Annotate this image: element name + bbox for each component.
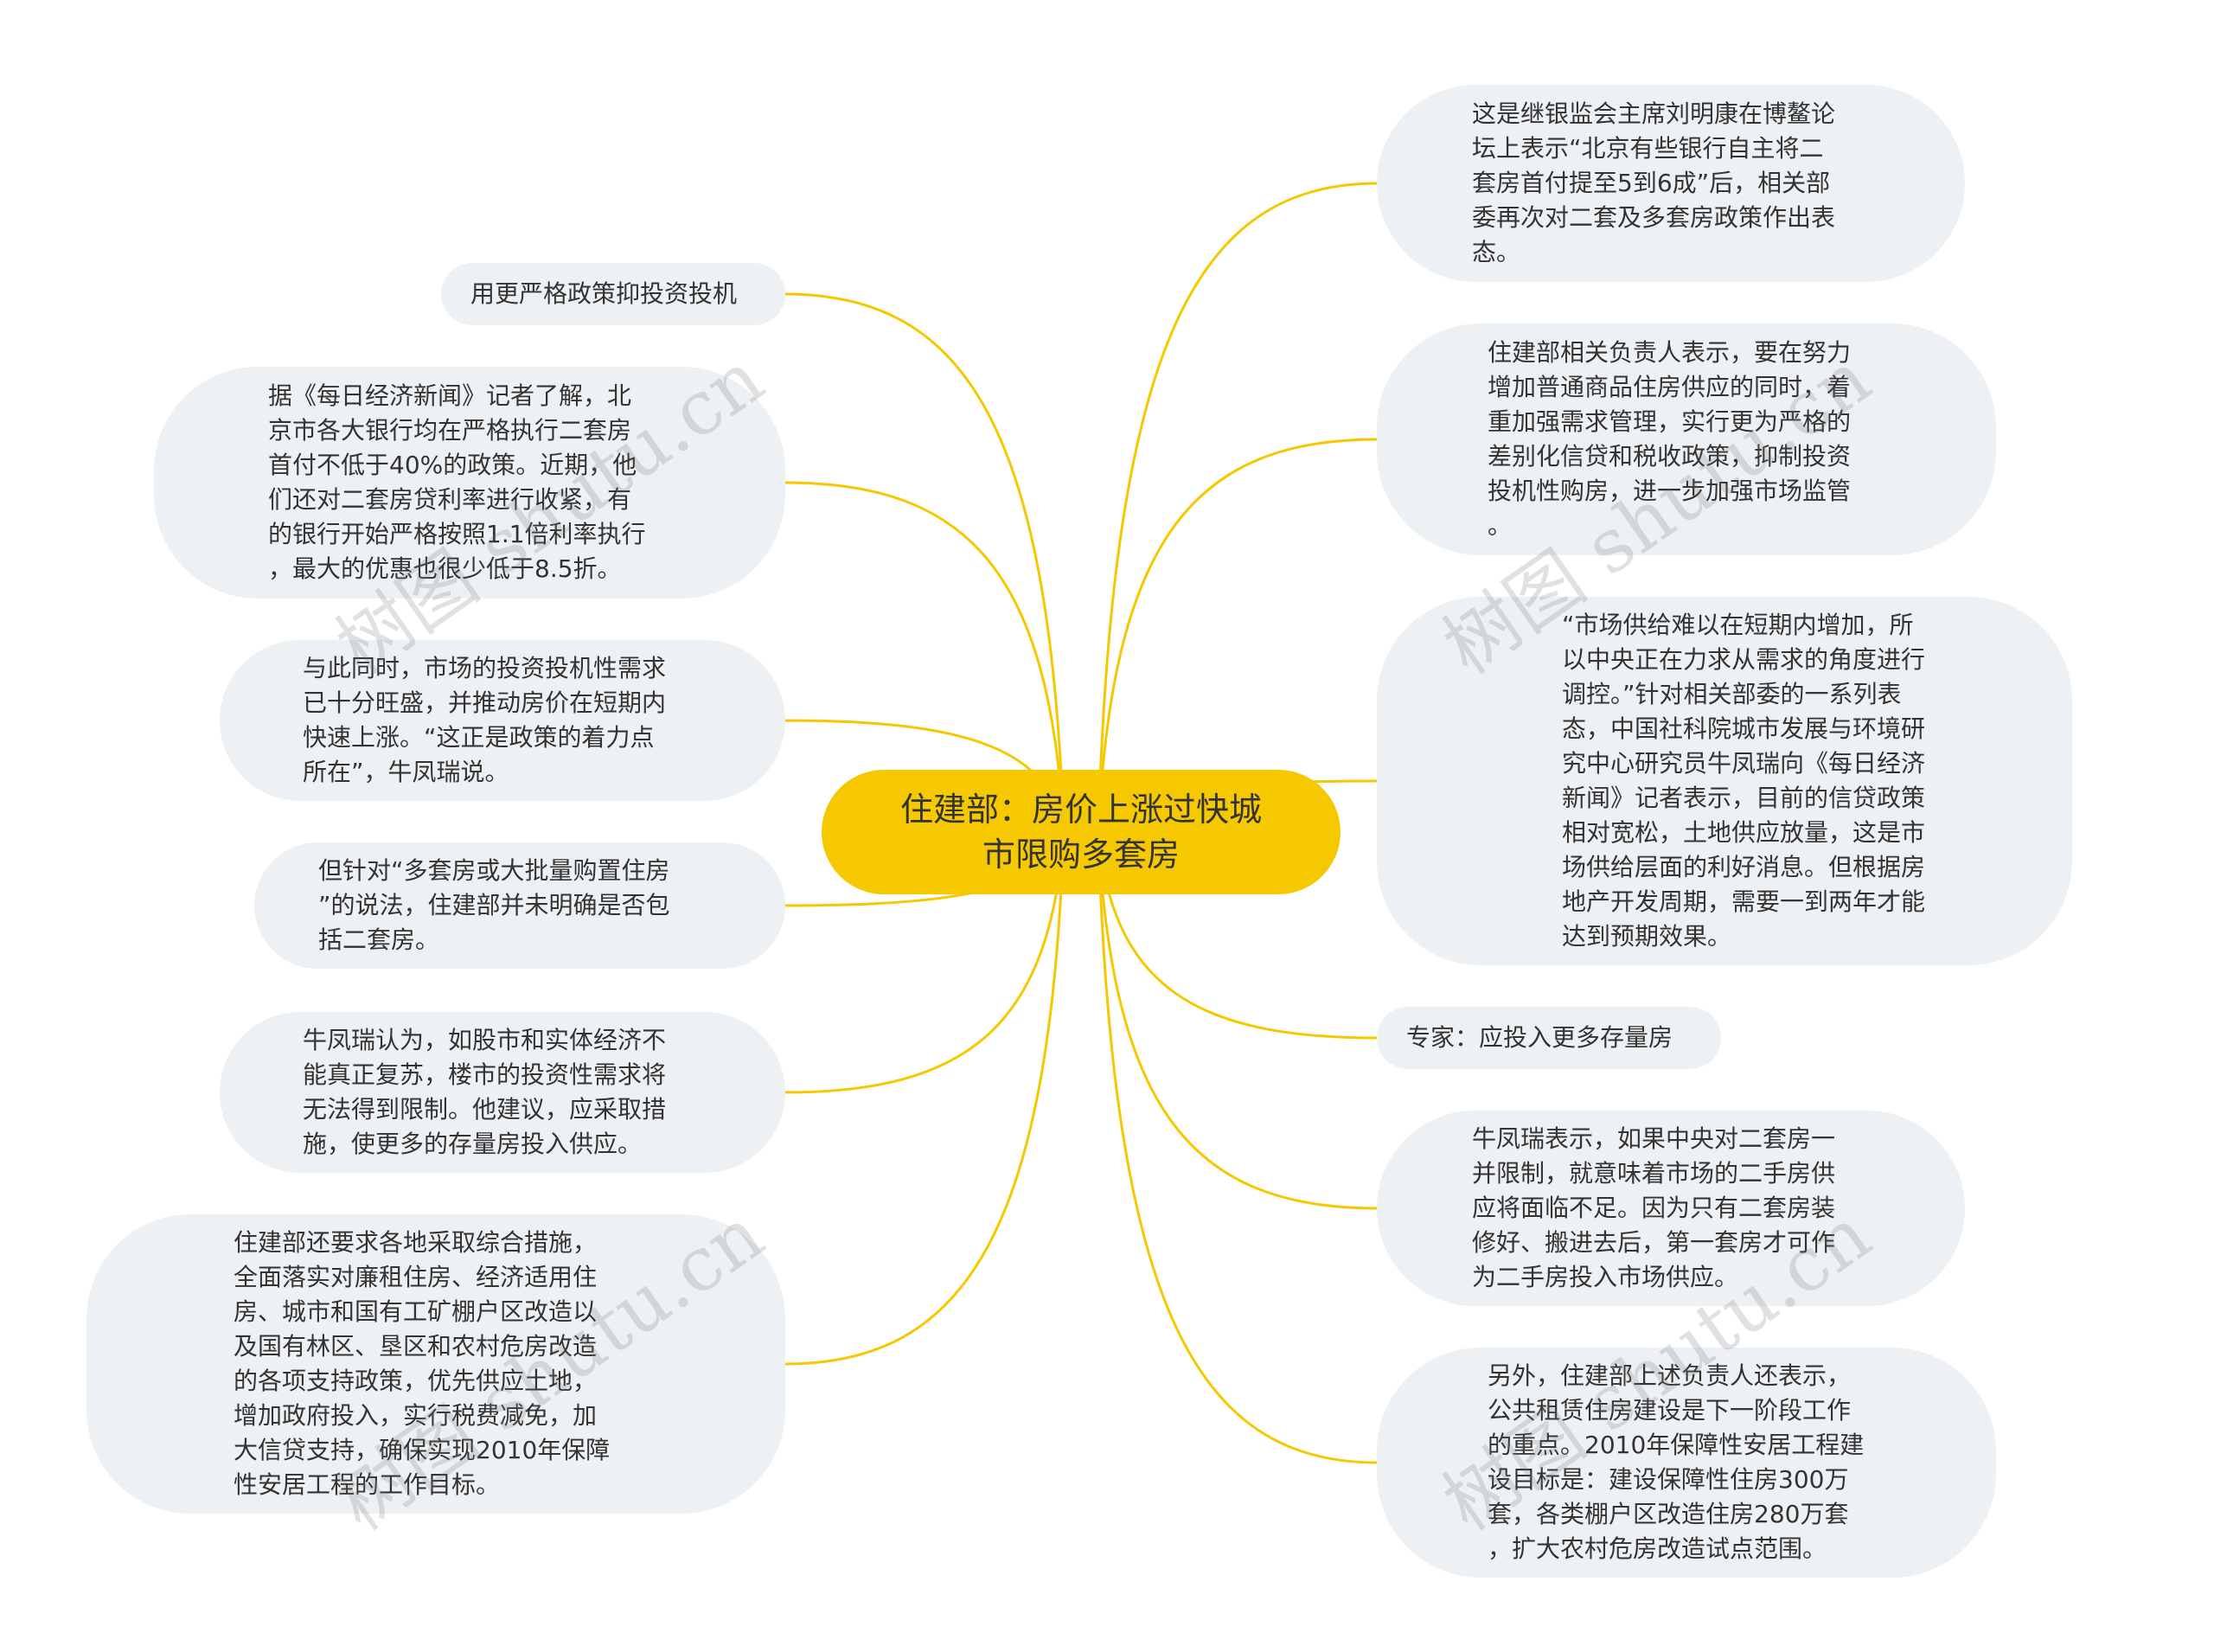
- topic-node-second-hand-supply[interactable]: 牛凤瑞表示，如果中央对二套房一 并限制，就意味着市场的二手房供 应将面临不足。因…: [1377, 1111, 1965, 1306]
- central-topic[interactable]: 住建部：房价上涨过快城 市限购多套房: [822, 770, 1341, 894]
- topic-node-existing-housing[interactable]: 牛凤瑞认为，如股市和实体经济不 能真正复苏，楼市的投资性需求将 无法得到限制。他…: [220, 1012, 785, 1173]
- connector-L5: [784, 831, 1065, 1094]
- topic-node-label: 据《每日经济新闻》记者了解，北 京市各大银行均在严格执行二套房 首付不低于40%…: [268, 381, 646, 583]
- topic-node-market-supply[interactable]: “市场供给难以在短期内增加，所 以中央正在力求从需求的角度进行 调控。”针对相关…: [1377, 597, 2072, 965]
- topic-node-label: 另外，住建部上述负责人还表示， 公共租赁住房建设是下一阶段工作 的重点。2010…: [1488, 1361, 1865, 1563]
- connector-L1: [784, 292, 1065, 833]
- topic-node-label: 住建部还要求各地采取综合措施， 全面落实对廉租住房、经济适用住 房、城市和国有工…: [234, 1228, 611, 1499]
- connector-R5: [1097, 831, 1378, 1210]
- connector-R6: [1097, 831, 1378, 1464]
- topic-node-label: 这是继银监会主席刘明康在博鳌论 坛上表示“北京有些银行自主将二 套房首付提至5到…: [1472, 99, 1836, 266]
- topic-node-label: 牛凤瑞表示，如果中央对二套房一 并限制，就意味着市场的二手房供 应将面临不足。因…: [1472, 1124, 1836, 1291]
- topic-node-label: 但针对“多套房或大批量购置住房 ”的说法，住建部并未明确是否包 括二套房。: [318, 856, 670, 954]
- topic-node-label: “市场供给难以在短期内增加，所 以中央正在力求从需求的角度进行 调控。”针对相关…: [1562, 611, 1926, 951]
- connector-R1: [1097, 182, 1378, 833]
- topic-node-bank-policy[interactable]: 据《每日经济新闻》记者了解，北 京市各大银行均在严格执行二套房 首付不低于40%…: [154, 367, 785, 599]
- topic-node-public-rental-housing[interactable]: 另外，住建部上述负责人还表示， 公共租赁住房建设是下一阶段工作 的重点。2010…: [1377, 1348, 1996, 1578]
- central-topic-label: 住建部：房价上涨过快城 市限购多套房: [899, 791, 1262, 874]
- connector-R2: [1097, 438, 1378, 833]
- topic-node-speculative-demand[interactable]: 与此同时，市场的投资投机性需求 已十分旺盛，并推动房价在短期内 快速上涨。“这正…: [220, 640, 785, 801]
- topic-node-label: 专家：应投入更多存量房: [1406, 1023, 1673, 1052]
- topic-node-multiple-homes[interactable]: 但针对“多套房或大批量购置住房 ”的说法，住建部并未明确是否包 括二套房。: [254, 842, 785, 969]
- topic-node-mohurd-official[interactable]: 住建部相关负责人表示，要在努力 增加普通商品住房供应的同时，着 重加强需求管理，…: [1377, 323, 1996, 555]
- topic-node-strict-policy[interactable]: 用更严格政策抑投资投机: [441, 263, 785, 325]
- topic-node-label: 与此同时，市场的投资投机性需求 已十分旺盛，并推动房价在短期内 快速上涨。“这正…: [303, 654, 667, 786]
- topic-node-label: 牛凤瑞认为，如股市和实体经济不 能真正复苏，楼市的投资性需求将 无法得到限制。他…: [303, 1026, 667, 1158]
- topic-node-label: 用更严格政策抑投资投机: [470, 279, 738, 308]
- topic-node-label: 住建部相关负责人表示，要在努力 增加普通商品住房供应的同时，着 重加强需求管理，…: [1488, 338, 1852, 540]
- connector-L6: [784, 831, 1065, 1366]
- topic-node-expert-suggestion[interactable]: 专家：应投入更多存量房: [1377, 1007, 1721, 1069]
- topic-node-comprehensive-measures[interactable]: 住建部还要求各地采取综合措施， 全面落实对廉租住房、经济适用住 房、城市和国有工…: [86, 1214, 785, 1514]
- connector-L2: [784, 481, 1065, 833]
- topic-node-cbrc-statement[interactable]: 这是继银监会主席刘明康在博鳌论 坛上表示“北京有些银行自主将二 套房首付提至5到…: [1377, 85, 1965, 282]
